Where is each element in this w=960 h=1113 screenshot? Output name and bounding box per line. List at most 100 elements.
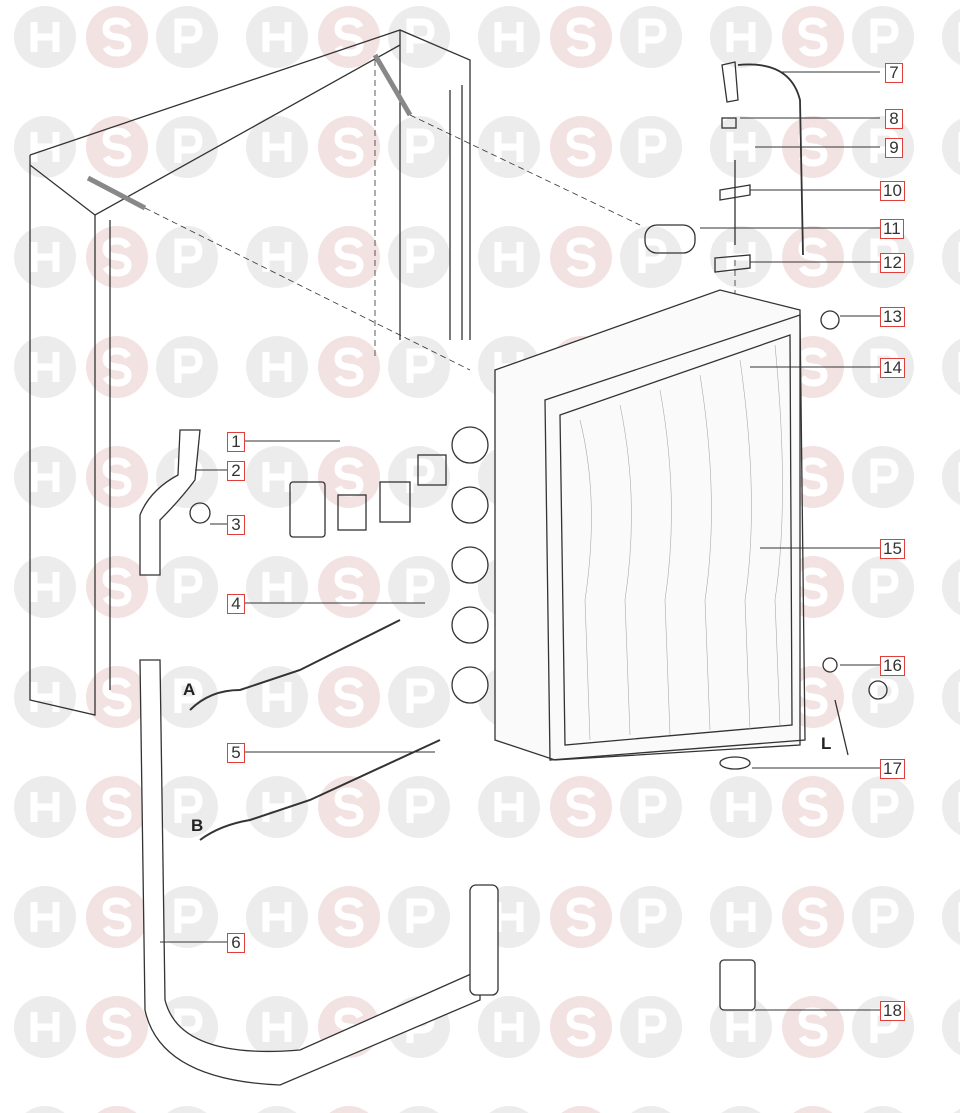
watermark-p-mark bbox=[167, 1106, 207, 1113]
watermark-s-mark bbox=[793, 1106, 833, 1113]
watermark-p-mark bbox=[156, 886, 218, 948]
watermark-s-mark bbox=[550, 226, 612, 288]
part-label-10: 10 bbox=[880, 181, 905, 201]
part-label-14: 14 bbox=[880, 358, 905, 378]
watermark-p-mark bbox=[620, 886, 682, 948]
watermark-h-mark bbox=[478, 116, 540, 178]
watermark-p-mark bbox=[620, 116, 682, 178]
watermark-h-mark bbox=[710, 776, 772, 838]
part-label-11: 11 bbox=[880, 219, 904, 239]
watermark-h-mark bbox=[246, 116, 308, 178]
watermark-s-mark bbox=[318, 446, 380, 508]
watermark-p-mark bbox=[631, 1106, 671, 1113]
watermark-p-mark bbox=[156, 556, 218, 618]
watermark-p-mark bbox=[852, 446, 914, 508]
watermark-h-mark bbox=[246, 446, 308, 508]
watermark-s-mark bbox=[550, 886, 612, 948]
watermark-s-mark bbox=[550, 116, 612, 178]
boiler-casing-frame bbox=[29, 29, 471, 716]
watermark-p-mark bbox=[620, 6, 682, 68]
watermark-p-mark bbox=[399, 1106, 439, 1113]
watermark-h-mark bbox=[942, 998, 960, 1056]
watermark-p-mark bbox=[388, 6, 450, 68]
watermark-s-mark bbox=[86, 6, 148, 68]
watermark-s-mark bbox=[86, 666, 148, 728]
part-label-1: 1 bbox=[227, 432, 245, 452]
watermark-h-mark bbox=[246, 886, 308, 948]
connector-letter-b: B bbox=[191, 816, 204, 835]
watermark-p-mark bbox=[156, 776, 218, 838]
watermark-h-mark bbox=[710, 116, 772, 178]
watermark-p-mark bbox=[388, 336, 450, 398]
watermark-h-mark bbox=[246, 226, 308, 288]
connector-letter-a: A bbox=[183, 680, 196, 699]
watermark-p-mark bbox=[156, 666, 218, 728]
watermark-p-mark bbox=[156, 336, 218, 398]
watermark-h-mark bbox=[478, 996, 540, 1058]
part-label-7: 7 bbox=[885, 63, 903, 83]
watermark-p-mark bbox=[388, 776, 450, 838]
watermark-p-mark bbox=[388, 116, 450, 178]
watermark-p-mark bbox=[852, 6, 914, 68]
watermark-h-mark bbox=[478, 226, 540, 288]
watermark-s-mark bbox=[782, 996, 844, 1058]
watermark-s-mark bbox=[318, 116, 380, 178]
watermark-p-mark bbox=[156, 6, 218, 68]
part-label-4: 4 bbox=[227, 594, 245, 614]
watermark-h-mark bbox=[942, 778, 960, 836]
watermark-s-mark bbox=[86, 886, 148, 948]
watermark-s-mark bbox=[782, 776, 844, 838]
watermark-h-mark bbox=[14, 6, 76, 68]
watermark-s-mark bbox=[86, 226, 148, 288]
watermark-h-mark bbox=[478, 6, 540, 68]
watermark-h-mark bbox=[25, 1106, 65, 1113]
electrode-assembly bbox=[644, 61, 840, 330]
watermark-p-mark bbox=[620, 996, 682, 1058]
watermark-h-mark bbox=[942, 448, 960, 506]
part-label-8: 8 bbox=[885, 109, 903, 129]
watermark-h-mark bbox=[942, 888, 960, 946]
watermark-p-mark bbox=[156, 116, 218, 178]
watermark-h-mark bbox=[489, 1106, 529, 1113]
watermark-h-mark bbox=[721, 1106, 761, 1113]
watermark-h-mark bbox=[710, 996, 772, 1058]
watermark-p-mark bbox=[852, 556, 914, 618]
watermark-s-mark bbox=[86, 776, 148, 838]
watermark-s-mark bbox=[97, 1106, 137, 1113]
part-label-16: 16 bbox=[880, 656, 905, 676]
watermark-p-mark bbox=[388, 886, 450, 948]
watermark-p-mark bbox=[388, 446, 450, 508]
watermark-h-mark bbox=[246, 336, 308, 398]
part-label-3: 3 bbox=[227, 515, 245, 535]
connector-letter-l: L bbox=[821, 734, 832, 753]
watermark-s-mark bbox=[561, 1106, 601, 1113]
watermark-h-mark bbox=[14, 776, 76, 838]
watermark-s-mark bbox=[550, 6, 612, 68]
watermark-s-mark bbox=[318, 886, 380, 948]
watermark-s-mark bbox=[782, 6, 844, 68]
watermark-h-mark bbox=[246, 996, 308, 1058]
watermark-s-mark bbox=[782, 226, 844, 288]
watermark-h-mark bbox=[14, 886, 76, 948]
heat-exchanger bbox=[451, 289, 806, 761]
watermark-s-mark bbox=[329, 1106, 369, 1113]
watermark-h-mark bbox=[942, 228, 960, 286]
watermark-h-mark bbox=[953, 1108, 960, 1113]
watermark-p-mark bbox=[620, 776, 682, 838]
part-label-15: 15 bbox=[880, 539, 905, 559]
watermark-s-mark bbox=[550, 776, 612, 838]
watermark-s-mark bbox=[782, 886, 844, 948]
watermark-s-mark bbox=[318, 776, 380, 838]
watermark-h-mark bbox=[14, 996, 76, 1058]
watermark-h-mark bbox=[942, 558, 960, 616]
watermark-s-mark bbox=[318, 226, 380, 288]
watermark-s-mark bbox=[86, 336, 148, 398]
part-label-13: 13 bbox=[880, 307, 905, 327]
watermark-p-mark bbox=[852, 886, 914, 948]
left-pipe-and-sensors bbox=[139, 429, 888, 1086]
watermark-h-mark bbox=[942, 668, 960, 726]
part-label-2: 2 bbox=[227, 461, 245, 481]
watermark-s-mark bbox=[550, 996, 612, 1058]
watermark-h-mark bbox=[942, 338, 960, 396]
